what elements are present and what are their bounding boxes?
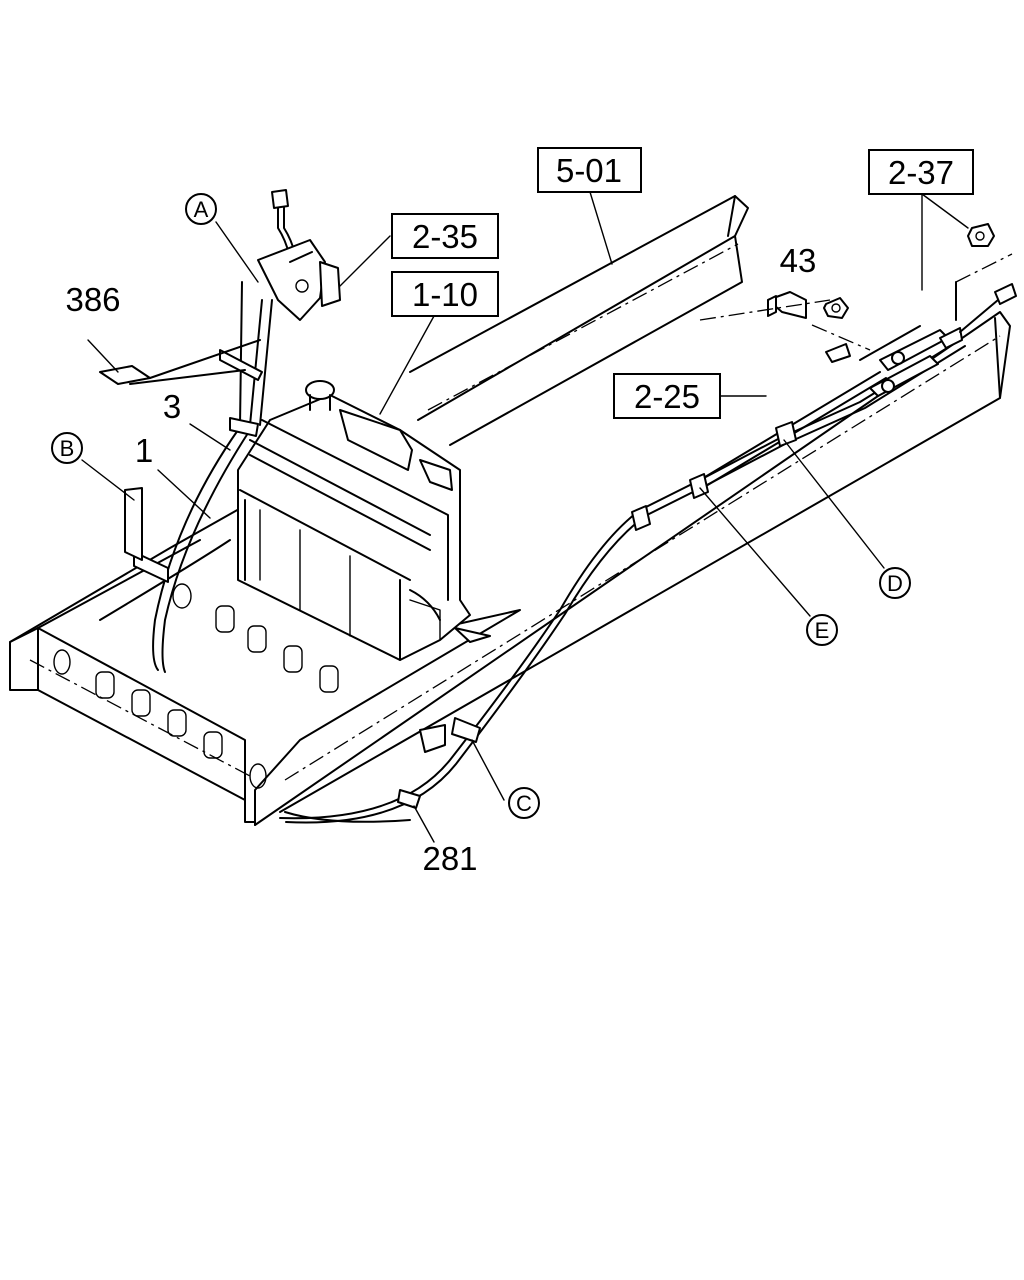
cable-ends <box>825 283 1017 397</box>
small-parts <box>699 223 1013 351</box>
marker-c-text: C <box>516 791 532 816</box>
marker-d-text: D <box>887 571 903 596</box>
label-1: 1 <box>135 432 153 469</box>
marker-a-text: A <box>194 197 209 222</box>
marker-c: C <box>508 787 540 819</box>
label-2-25: 2-25 <box>613 373 721 419</box>
label-5-01-text: 5-01 <box>556 152 622 189</box>
frame-rail-right <box>409 195 749 446</box>
label-2-37: 2-37 <box>868 149 974 195</box>
label-2-35: 2-35 <box>391 213 499 259</box>
marker-e: E <box>806 614 838 646</box>
upper-bracket <box>99 189 341 385</box>
label-5-01: 5-01 <box>537 147 642 193</box>
boxed-labels: 5-01 2-37 2-35 1-10 2-25 <box>391 147 974 419</box>
label-281: 281 <box>422 840 477 877</box>
label-3: 3 <box>163 388 181 425</box>
label-43: 43 <box>780 242 817 279</box>
leader-lines <box>81 191 969 843</box>
circled-labels: A B C D E <box>51 193 911 819</box>
label-2-37-text: 2-37 <box>888 154 954 191</box>
plain-labels: 43 386 3 1 281 <box>65 242 816 877</box>
marker-a: A <box>185 193 217 225</box>
label-2-25-text: 2-25 <box>634 378 700 415</box>
marker-e-text: E <box>815 618 830 643</box>
radiator <box>237 380 491 753</box>
label-386: 386 <box>65 281 120 318</box>
label-1-10-text: 1-10 <box>412 276 478 313</box>
marker-d: D <box>879 567 911 599</box>
marker-b-text: B <box>60 436 75 461</box>
label-1-10: 1-10 <box>391 271 499 317</box>
label-2-35-text: 2-35 <box>412 218 478 255</box>
marker-b: B <box>51 432 83 464</box>
